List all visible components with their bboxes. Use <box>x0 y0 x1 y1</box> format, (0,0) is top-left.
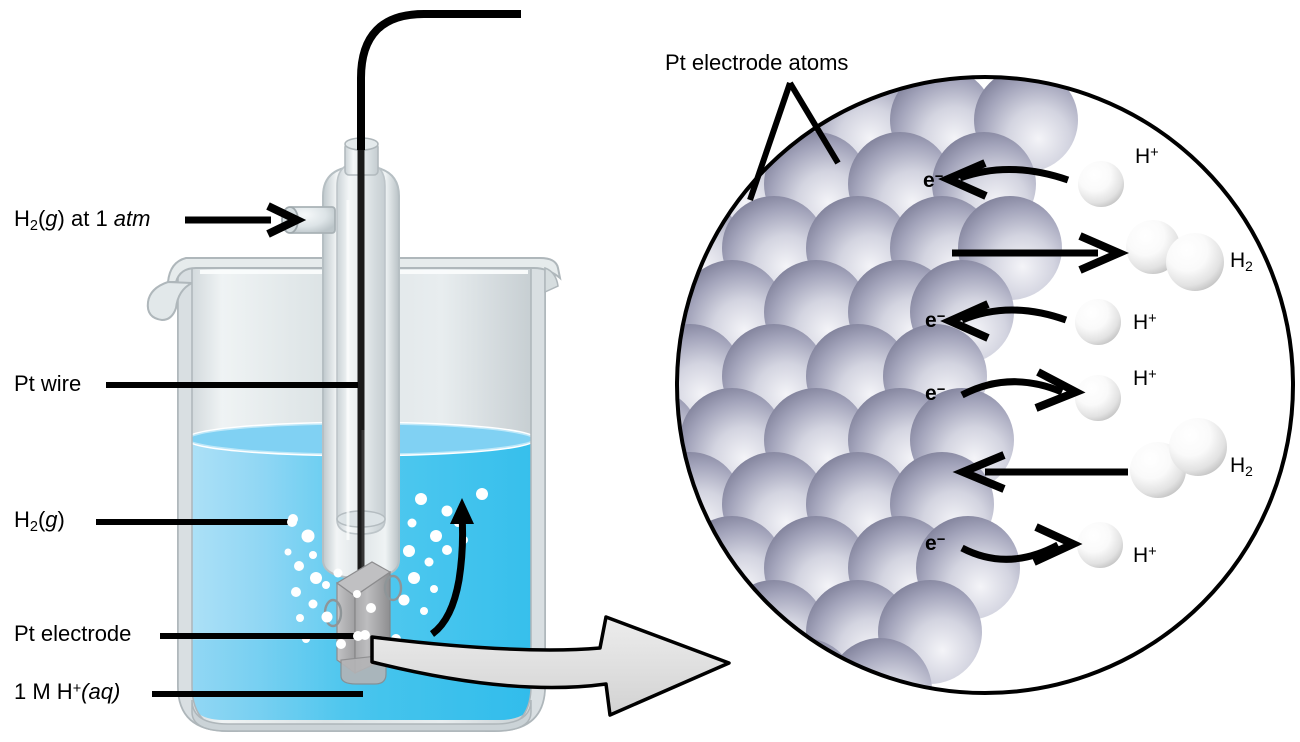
gas-bubbles <box>284 488 488 652</box>
label-pt-wire: Pt wire <box>14 373 81 395</box>
beaker-spout-right <box>544 266 559 294</box>
label-leader-lines <box>96 202 363 697</box>
label-pt-electrode-atoms-text: Pt electrode atoms <box>665 50 849 75</box>
hydrogen-molecule-sphere <box>1166 233 1224 291</box>
pt-wire-curve <box>357 10 521 150</box>
label-h2-1atm-text: H2(g) at 1 atm <box>14 206 151 235</box>
pt-electrode-top <box>335 561 392 597</box>
electron-label-row-4: e− <box>925 382 946 405</box>
species-label-h-plus-row-6: H+ <box>1133 544 1157 567</box>
beaker-spout-left <box>146 280 196 322</box>
hydrogen-molecule-sphere <box>1169 418 1227 476</box>
species-label-h2-row-2: H2 <box>1230 249 1253 274</box>
proton-sphere <box>1075 299 1121 345</box>
label-pt-electrode-atoms: Pt electrode atoms <box>665 52 848 74</box>
proton-sphere <box>1075 375 1121 421</box>
species-label-h2-row-5: H2 <box>1230 454 1253 479</box>
electrode-ring-right <box>383 574 403 602</box>
species-label-h-plus-row-1: H+ <box>1135 145 1159 168</box>
beaker-base <box>191 699 532 732</box>
label-pt-electrode: Pt electrode <box>14 623 131 645</box>
pt-wire-group <box>357 10 521 580</box>
electron-label-row-3: e− <box>925 309 946 332</box>
electron-label-row-6: e− <box>925 532 946 555</box>
reaction-arrows <box>938 159 1130 566</box>
proton-sphere <box>1077 522 1123 568</box>
species-label-h-plus-row-3: H+ <box>1133 311 1157 334</box>
leader-h2-1atm-head <box>266 202 307 238</box>
label-h2-g-text: H2(g) <box>14 507 65 536</box>
label-pt-electrode-text: Pt electrode <box>14 621 132 646</box>
label-pt-wire-text: Pt wire <box>14 371 82 396</box>
bubble-rise-arrow <box>429 498 474 637</box>
magnifier-circle-outline <box>675 75 1295 695</box>
label-1m-h-text: 1 M H+(aq) <box>14 679 121 704</box>
label-h2-gas-at-1-atm: H2(g) at 1 atm <box>14 208 150 234</box>
label-1m-h-plus-aq: 1 M H+(aq) <box>14 681 120 703</box>
pt-atoms-leader-lines <box>747 81 841 201</box>
magnified-view <box>675 75 1295 695</box>
species-label-h-plus-row-4: H+ <box>1133 367 1157 390</box>
label-h2-gas: H2(g) <box>14 509 65 535</box>
callout-arrow <box>370 615 731 717</box>
beaker-rim <box>166 257 562 283</box>
proton-sphere <box>1078 161 1124 207</box>
electron-label-row-1: e− <box>923 169 944 192</box>
